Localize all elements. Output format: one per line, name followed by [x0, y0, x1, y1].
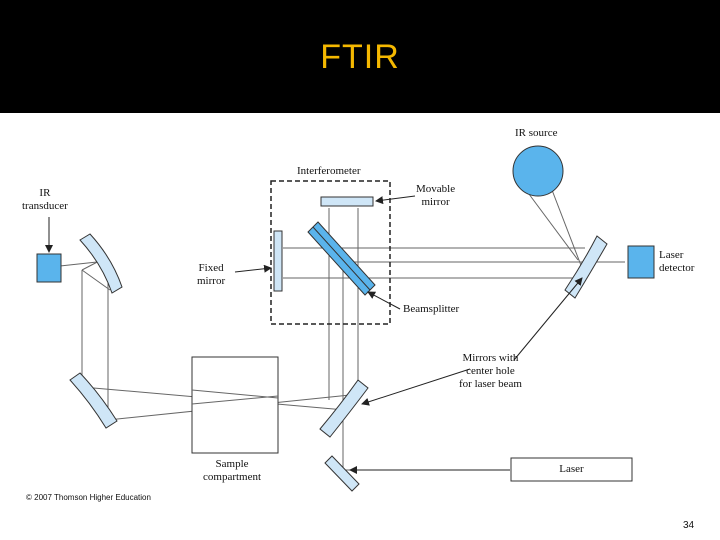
label-sample-compartment: Sample compartment	[203, 458, 262, 483]
fixed-mirror	[273, 230, 283, 292]
label-fixed-mirror: Fixed mirror	[197, 262, 226, 287]
laser-detector	[627, 245, 655, 279]
curved-mirror-lower-left	[69, 372, 118, 429]
ir-transducer	[36, 253, 62, 283]
laser-box	[510, 457, 633, 482]
copyright-text: © 2007 Thomson Higher Education	[26, 493, 151, 502]
label-laser-detector: Laser detector	[659, 249, 695, 274]
label-movable-mirror: Movable mirror	[416, 183, 456, 208]
title-bar	[0, 0, 720, 113]
interferometer-box	[270, 180, 391, 325]
label-ir-source: IR source	[515, 127, 558, 139]
slide-title: FTIR	[320, 38, 400, 76]
label-arrows	[45, 195, 583, 474]
ir-source	[512, 145, 564, 197]
label-laser: Laser	[559, 463, 584, 475]
curved-mirror-transducer	[79, 233, 123, 294]
label-ir-transducer: IR transducer	[22, 187, 68, 212]
label-mirrors-center-hole: Mirrors with center hole for laser beam	[459, 352, 522, 390]
mirror-with-hole-lower	[319, 379, 369, 438]
movable-mirror	[320, 196, 374, 207]
laser-mirror	[324, 455, 360, 492]
mirror-with-hole-right	[564, 235, 608, 299]
sample-compartment	[191, 356, 279, 454]
page-number: 34	[683, 520, 695, 531]
label-beamsplitter: Beamsplitter	[403, 303, 460, 315]
label-interferometer: Interferometer	[297, 165, 361, 177]
